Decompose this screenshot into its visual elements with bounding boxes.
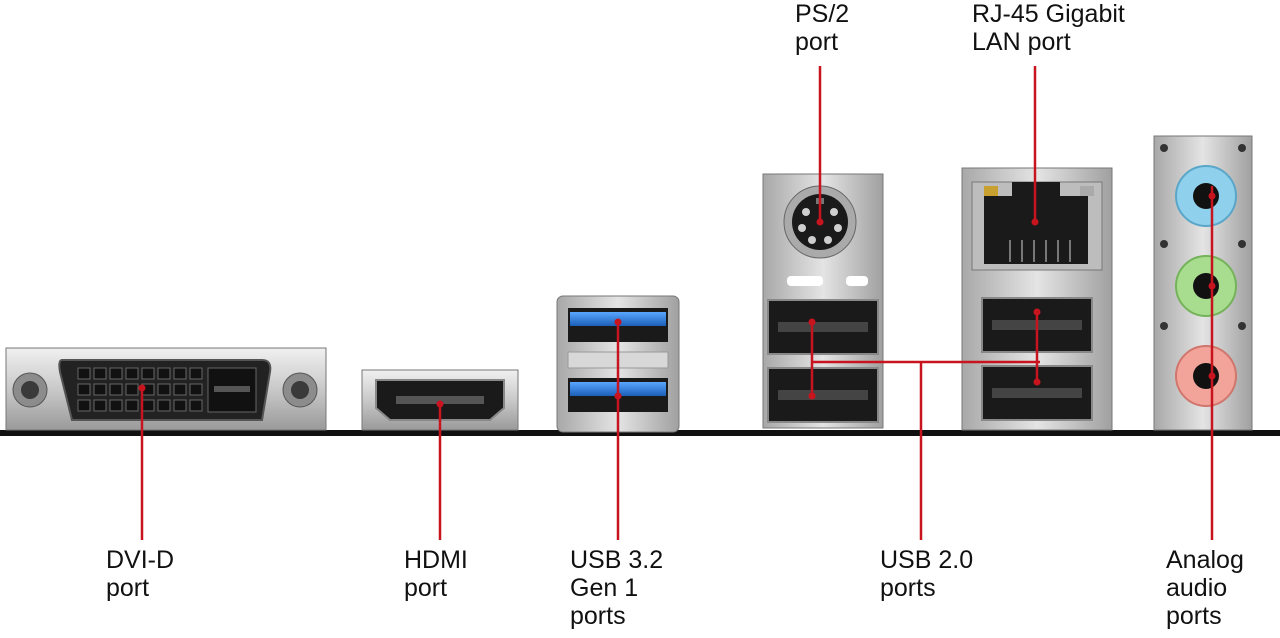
- ps2-port-label: PS/2 port: [795, 0, 850, 56]
- dvi-d-port-label: DVI-D port: [106, 546, 175, 602]
- callout-dots: [138, 192, 1216, 408]
- rj45-lan-port-label: RJ-45 Gigabit LAN port: [972, 0, 1125, 56]
- board-edge: [0, 430, 1280, 436]
- dvi-connector-icon: [5, 347, 327, 431]
- usb32-ports-label: USB 3.2 Gen 1 ports: [570, 546, 664, 630]
- usb2-connector-icon: [767, 299, 879, 423]
- hdmi-port-label: HDMI port: [404, 546, 468, 602]
- audio-jack-icon: [1153, 135, 1253, 431]
- callout-lines: [140, 66, 1214, 540]
- hdmi-connector-icon: [361, 369, 519, 431]
- usb2-lan-stack-icon: [981, 297, 1093, 421]
- analog-audio-ports-label: Analog audio ports: [1166, 546, 1244, 630]
- usb20-ports-label: USB 2.0 ports: [880, 546, 974, 602]
